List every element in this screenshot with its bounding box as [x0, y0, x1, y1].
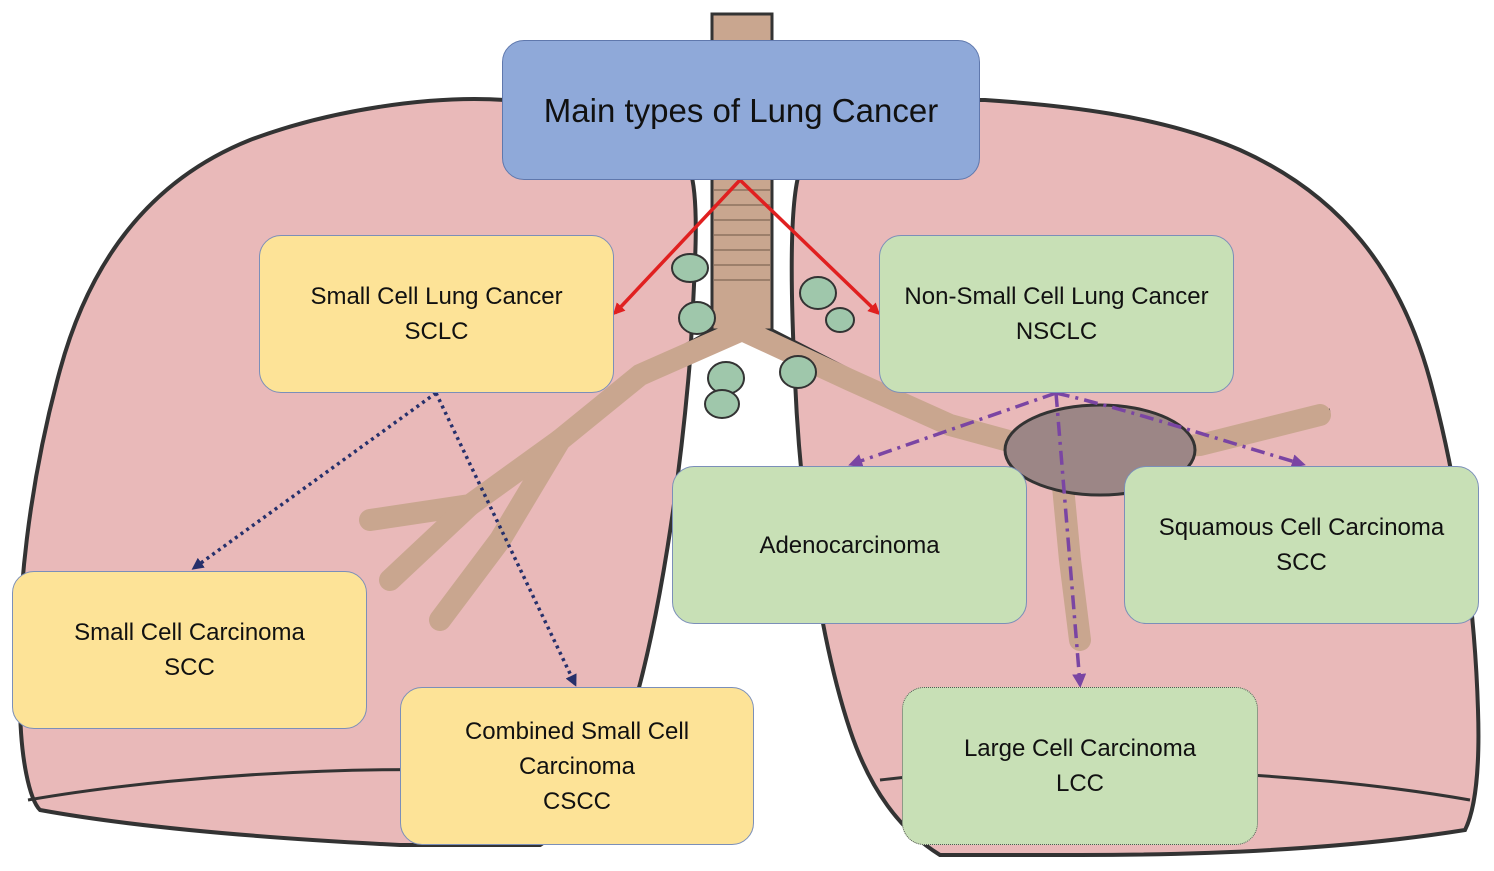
small-cell-carcinoma-line2: SCC [164, 654, 215, 681]
sclc-line1: Small Cell Lung Cancer [310, 283, 563, 310]
nsclc-node: Non-Small Cell Lung Cancer NSCLC [879, 235, 1234, 393]
small-cell-carcinoma-line1: Small Cell Carcinoma [74, 619, 305, 646]
sclc-line2: SCLC [404, 318, 469, 345]
adenocarcinoma-node: Adenocarcinoma [672, 466, 1027, 624]
combined-small-cell-line1: Combined Small Cell [464, 717, 690, 745]
squamous-cell-node: Squamous Cell Carcinoma SCC [1124, 466, 1479, 624]
squamous-cell-line2: SCC [1276, 549, 1327, 576]
nsclc-line2: NSCLC [1015, 318, 1098, 345]
root-node-label: Main types of Lung Cancer [543, 91, 939, 129]
adenocarcinoma-line1: Adenocarcinoma [759, 531, 940, 559]
root-node: Main types of Lung Cancer [502, 40, 980, 180]
nsclc-line1: Non-Small Cell Lung Cancer [904, 283, 1209, 310]
squamous-cell-line1: Squamous Cell Carcinoma [1158, 514, 1445, 541]
large-cell-node: Large Cell Carcinoma LCC [902, 687, 1258, 845]
combined-small-cell-node: Combined Small Cell Carcinoma CSCC [400, 687, 754, 845]
combined-small-cell-line2: Carcinoma [518, 752, 636, 780]
large-cell-line2: LCC [1055, 770, 1104, 797]
combined-small-cell-line3: CSCC [542, 787, 611, 815]
small-cell-carcinoma-node: Small Cell Carcinoma SCC [12, 571, 367, 729]
sclc-node: Small Cell Lung Cancer SCLC [259, 235, 614, 393]
large-cell-line1: Large Cell Carcinoma [963, 735, 1197, 762]
